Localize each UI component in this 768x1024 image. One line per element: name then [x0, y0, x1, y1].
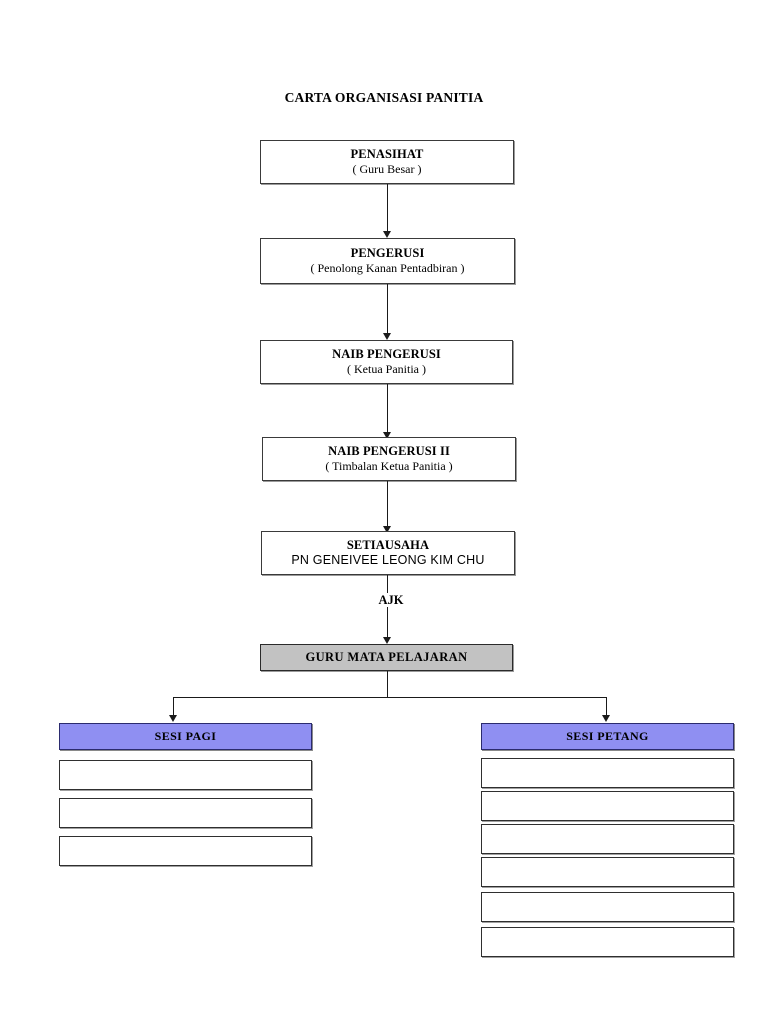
node-naib-pengerusi-ii[interactable]: NAIB PENGERUSI II ( Timbalan Ketua Panit…	[262, 437, 516, 481]
connector-branch-horizontal	[173, 697, 607, 698]
node-penasihat[interactable]: PENASIHAT ( Guru Besar )	[260, 140, 514, 184]
connector-pengerusi-naib	[387, 284, 388, 335]
slot-sesi-petang-4[interactable]	[481, 857, 734, 887]
connector-penasihat-pengerusi	[387, 184, 388, 233]
slot-sesi-petang-5[interactable]	[481, 892, 734, 922]
node-setiausaha-subtitle: PN GENEIVEE LEONG KIM CHU	[291, 553, 485, 567]
slot-sesi-pagi-1[interactable]	[59, 760, 312, 790]
arrow-down-icon	[383, 526, 391, 533]
node-pengerusi[interactable]: PENGERUSI ( Penolong Kanan Pentadbiran )	[260, 238, 515, 284]
node-naib-pengerusi-ii-title: NAIB PENGERUSI II	[328, 444, 450, 458]
arrow-down-icon	[383, 637, 391, 644]
slot-sesi-pagi-3[interactable]	[59, 836, 312, 866]
arrow-down-icon	[383, 333, 391, 340]
connector-branch-left	[173, 697, 174, 717]
node-guru-mata-pelajaran-title: GURU MATA PELAJARAN	[305, 650, 468, 664]
node-penasihat-title: PENASIHAT	[350, 147, 424, 161]
session-header-sesi-petang[interactable]: SESI PETANG	[481, 723, 734, 750]
node-pengerusi-subtitle: ( Penolong Kanan Pentadbiran )	[310, 261, 465, 275]
node-guru-mata-pelajaran[interactable]: GURU MATA PELAJARAN	[260, 644, 513, 671]
connector-label-ajk: AJK	[358, 593, 424, 607]
slot-sesi-petang-6[interactable]	[481, 927, 734, 957]
connector-naib2-setiausaha	[387, 481, 388, 529]
arrow-down-icon	[383, 432, 391, 439]
arrow-down-icon	[383, 231, 391, 238]
node-naib-pengerusi-title: NAIB PENGERUSI	[332, 347, 441, 361]
slot-sesi-pagi-2[interactable]	[59, 798, 312, 828]
node-setiausaha-title: SETIAUSAHA	[346, 538, 430, 552]
node-penasihat-subtitle: ( Guru Besar )	[352, 162, 422, 176]
arrow-down-icon	[602, 715, 610, 722]
node-pengerusi-title: PENGERUSI	[350, 246, 425, 260]
slot-sesi-petang-1[interactable]	[481, 758, 734, 788]
node-setiausaha[interactable]: SETIAUSAHA PN GENEIVEE LEONG KIM CHU	[261, 531, 515, 575]
slot-sesi-petang-3[interactable]	[481, 824, 734, 854]
slot-sesi-petang-2[interactable]	[481, 791, 734, 821]
connector-branch-right	[606, 697, 607, 717]
arrow-down-icon	[169, 715, 177, 722]
node-naib-pengerusi-ii-subtitle: ( Timbalan Ketua Panitia )	[325, 459, 453, 473]
connector-naib-naib2	[387, 384, 388, 435]
connector-guru-branch-stem	[387, 671, 388, 698]
session-header-sesi-pagi[interactable]: SESI PAGI	[59, 723, 312, 750]
connector-setiausaha-guru	[387, 575, 388, 642]
page-title: CARTA ORGANISASI PANITIA	[284, 90, 484, 105]
node-naib-pengerusi[interactable]: NAIB PENGERUSI ( Ketua Panitia )	[260, 340, 513, 384]
node-naib-pengerusi-subtitle: ( Ketua Panitia )	[347, 362, 426, 376]
